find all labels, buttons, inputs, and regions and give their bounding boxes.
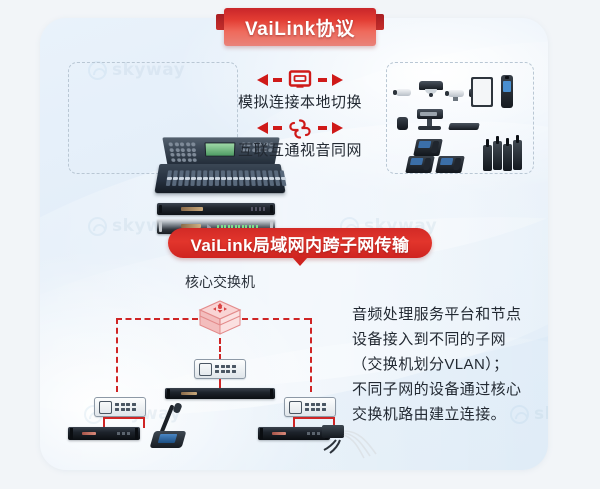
ptz-camera-icon (445, 90, 464, 101)
ribbon-tail-right (374, 14, 384, 30)
rack-unit-black-icon (157, 203, 275, 215)
arrow-left-bar (273, 126, 282, 130)
ribbon-tail-left (216, 14, 226, 30)
connection-arrows-network (235, 118, 365, 139)
link-right-branch-v (333, 417, 335, 428)
ribbon-body: VaiLink协议 (224, 8, 376, 46)
handheld-radio-icon (501, 75, 513, 108)
access-switch-icon (94, 397, 146, 417)
description-line: 设备接入到不同的子网 (352, 331, 507, 348)
section-title: VaiLink局域网内跨子网传输 (190, 235, 410, 255)
ip-phone-icon (405, 156, 435, 173)
link-left-bus (103, 417, 105, 428)
rack-server-icon (165, 388, 275, 399)
console-knob-grid-left (168, 142, 197, 162)
description-line: 音频处理服务平台和节点 (352, 306, 522, 323)
terminal-base-icon (418, 126, 441, 130)
dashed-drop-left (116, 318, 118, 392)
bullet-camera-icon (393, 89, 411, 96)
section-banner-pill: VaiLink局域网内跨子网传输 (168, 228, 432, 258)
link-left-branch-v (143, 417, 145, 428)
audio-equipment-group (68, 62, 287, 236)
arrow-right-icon (332, 74, 343, 86)
link-right-branch-h (293, 417, 335, 419)
network-interconnect-icon (287, 118, 313, 139)
description-text: 音频处理服务平台和节点 设备接入到不同的子网 （交换机划分VLAN）； 不同子网… (352, 302, 542, 427)
connection-label-network: 互联互通视音同网 (237, 142, 362, 159)
link-right-bus (293, 417, 295, 428)
core-switch-icon (196, 298, 244, 340)
switch-panel-icon (99, 400, 112, 414)
skyway-logo-icon (88, 216, 107, 236)
ip-phone-icon (435, 156, 465, 173)
access-switch-icon (194, 359, 246, 379)
page-title: VaiLink协议 (245, 18, 355, 40)
description-line: （交换机划分VLAN）； (352, 356, 509, 373)
audio-processor-icon (68, 427, 140, 440)
core-switch-label: 核心交换机 (185, 274, 255, 290)
switch-panel-icon (199, 362, 212, 376)
switch-ports-icon (115, 403, 136, 411)
arrow-left-icon (257, 122, 268, 134)
connection-arrows-analog (235, 70, 365, 90)
dashed-drop-center (219, 338, 221, 360)
console-fader-deck (154, 164, 287, 194)
monitor-icon (287, 70, 313, 90)
endpoint-device-group (386, 62, 534, 174)
speaker-icon (397, 117, 408, 130)
cable-bundle-icon (320, 420, 380, 462)
banner-pointer (292, 257, 308, 266)
tablet-device-icon (471, 77, 493, 107)
section-banner: VaiLink局域网内跨子网传输 (168, 228, 432, 266)
link-center-vertical (219, 379, 221, 389)
switch-ports-icon (215, 365, 236, 373)
dashed-link-left (116, 318, 198, 320)
switch-panel-icon (289, 400, 302, 414)
arrow-right-bar (318, 78, 327, 82)
arrow-left-bar (273, 78, 282, 82)
walkie-talkie-stack-icon (483, 135, 529, 173)
terminal-stand-icon (427, 119, 432, 127)
conference-microphone-icon (148, 402, 192, 450)
switch-ports-icon (305, 403, 326, 411)
console-faders (165, 170, 287, 186)
dashed-drop-right (310, 318, 312, 392)
desk-terminal-icon (417, 109, 443, 119)
description-line: 不同子网的设备通过核心 (352, 381, 522, 398)
arrow-right-bar (318, 126, 327, 130)
access-switch-icon (284, 397, 336, 417)
connection-label-analog: 模拟连接本地切换 (237, 94, 362, 111)
description-line: 交换机路由建立连接。 (352, 406, 507, 423)
media-player-icon (448, 123, 480, 130)
dashed-link-right (242, 318, 310, 320)
arrow-right-icon (332, 122, 343, 134)
link-left-branch-h (103, 417, 145, 419)
arrow-left-icon (257, 74, 268, 86)
top-banner: VaiLink协议 (216, 8, 384, 46)
ip-phone-icon (413, 139, 443, 156)
dome-camera-icon (419, 81, 443, 97)
